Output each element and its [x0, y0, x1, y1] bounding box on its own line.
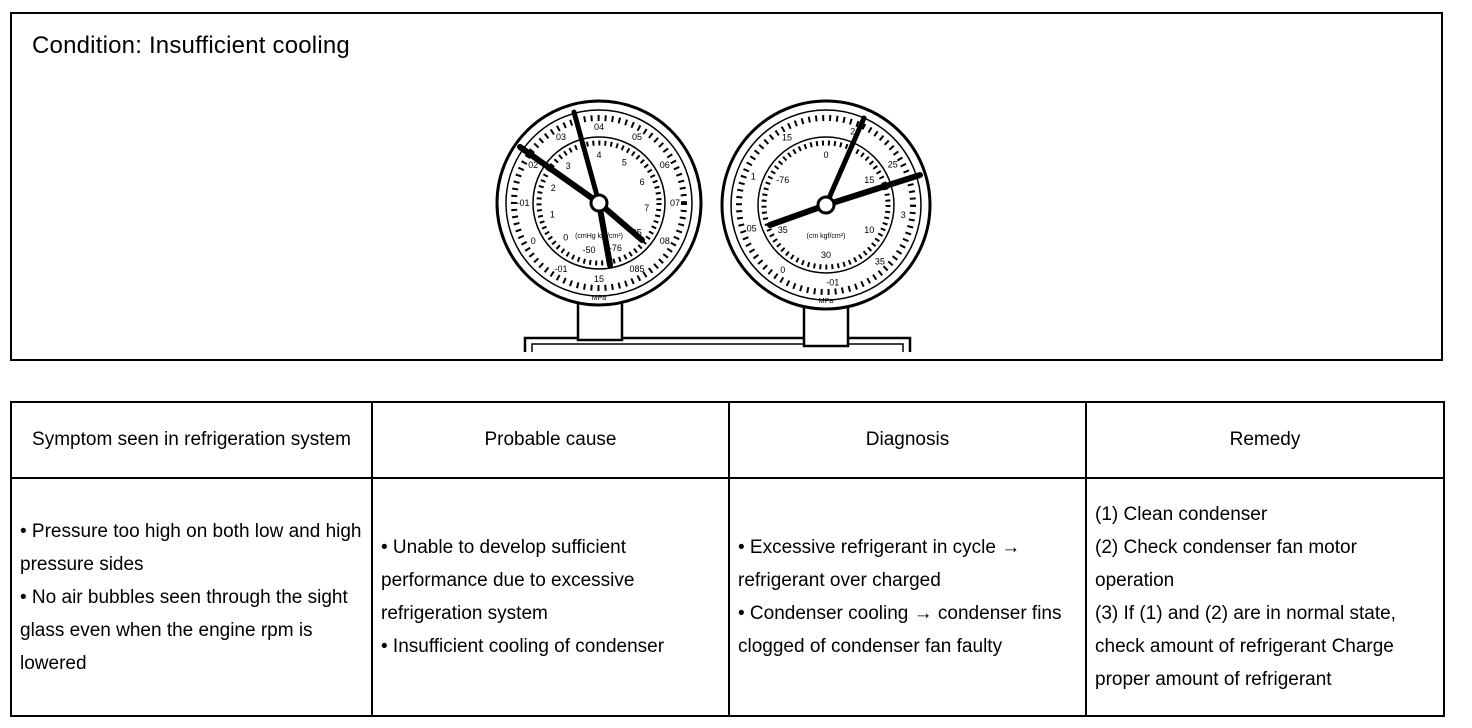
- high-gauge-inner-tick-label: 15: [864, 175, 874, 185]
- high-gauge-outer-tick-label: -01: [826, 278, 839, 288]
- high-gauge-outer-tick-label: 3: [901, 210, 906, 220]
- high-gauge-needle-1: [823, 115, 867, 208]
- remedy-item: (1) Clean condenser: [1095, 504, 1268, 525]
- header-remedy: Remedy: [1085, 401, 1445, 479]
- high-gauge-outer-tick-label: 0: [780, 265, 785, 275]
- low-gauge-outer-tick-label: 06: [660, 160, 670, 170]
- low-gauge-outer-tick-label: 085: [629, 264, 644, 274]
- low-gauge-inner-tick-label: 5: [622, 157, 627, 167]
- high-gauge-inner-tick-label: -76: [776, 175, 789, 185]
- cause-cell: • Unable to develop sufficient performan…: [371, 477, 730, 717]
- high-gauge-inner-tick-label: 35: [778, 225, 788, 235]
- high-gauge-outer-tick-label: 2: [850, 127, 855, 137]
- diagnosis-table: Symptom seen in refrigeration system Pro…: [10, 401, 1445, 717]
- high-gauge-inner-tick-label: 10: [864, 225, 874, 235]
- symptom-item: • No air bubbles seen through the sight …: [20, 586, 348, 674]
- condition-title: Condition: Insufficient cooling: [32, 32, 350, 59]
- low-gauge-outer-tick-label: 0: [531, 236, 536, 246]
- cause-item: • Unable to develop sufficient performan…: [381, 537, 635, 624]
- low-gauge-needle-2: [571, 109, 602, 206]
- diagnosis-item: • Condenser cooling → condenser fins clo…: [738, 603, 1062, 657]
- diagnosis-cell: • Excessive refrigerant in cycle → refri…: [728, 477, 1087, 717]
- high-gauge-outer-tick-label: 35: [875, 256, 885, 266]
- high-gauge-inner-tick-label: 0: [823, 150, 828, 160]
- condition-panel: Condition: Insufficient cooling: [10, 12, 1443, 361]
- high-gauge-outer-tick-label: 1: [751, 172, 756, 182]
- table-header-row: Symptom seen in refrigeration system Pro…: [10, 401, 1445, 479]
- low-gauge-inner-tick-label: -76: [609, 243, 622, 253]
- high-gauge-needle-2: [823, 172, 923, 208]
- remedy-item: (2) Check condenser fan motor operation: [1095, 537, 1357, 591]
- high-pressure-gauge: 2 25 3 35 -01 0 05 1 15 0 15 10 30 35 -76 (cm kgf/cm²…: [720, 99, 932, 348]
- diagnosis-item: • Excessive refrigerant in cycle → refri…: [738, 537, 1021, 591]
- low-gauge-inner-tick-label: 7: [644, 203, 649, 213]
- manifold-bar: [523, 336, 912, 352]
- low-gauge-outer-tick-label: 07: [670, 198, 680, 208]
- high-gauge-mpa-label: MPa: [819, 298, 834, 305]
- high-gauge-unit-label: (cm kgf/cm²): [807, 233, 846, 240]
- low-gauge-outer-tick-label: 08: [660, 236, 670, 246]
- low-gauge-outer-tick-label: -01: [516, 198, 529, 208]
- low-gauge-inner-tick-label: 1: [550, 210, 555, 220]
- low-gauge-inner-tick-label: -50: [582, 245, 595, 255]
- low-gauge-outer-tick-label: 05: [632, 132, 642, 142]
- header-symptom: Symptom seen in refrigeration system: [10, 401, 373, 479]
- remedy-item: (3) If (1) and (2) are in normal state, …: [1095, 603, 1396, 690]
- high-gauge-outer-tick-label: 25: [888, 160, 898, 170]
- high-gauge-needle-3: [767, 202, 829, 228]
- low-gauge-outer-tick-label: 02: [528, 160, 538, 170]
- low-gauge-outer-tick-label: -01: [554, 264, 567, 274]
- high-gauge-outer-tick-label: 05: [747, 224, 757, 234]
- header-probable-cause: Probable cause: [371, 401, 730, 479]
- low-gauge-inner-tick-label: 2: [551, 183, 556, 193]
- low-gauge-needle-1: [517, 144, 602, 206]
- low-gauge-stem: [576, 298, 624, 342]
- low-gauge-inner-tick-label: 0: [563, 233, 568, 243]
- diagnosis-table-container: Symptom seen in refrigeration system Pro…: [10, 401, 1445, 717]
- low-gauge-outer-tick-label: 04: [594, 122, 604, 132]
- header-diagnosis: Diagnosis: [728, 401, 1087, 479]
- low-gauge-unit-label: (cmHg kgf/cm²): [575, 233, 623, 240]
- high-gauge-outer-tick-label: 15: [782, 133, 792, 143]
- low-gauge-inner-tick-label: 6: [640, 177, 645, 187]
- table-row: • Pressure too high on both low and high…: [10, 477, 1445, 717]
- cause-item: • Insufficient cooling of condenser: [381, 636, 665, 657]
- low-gauge-inner-tick-label: 4: [596, 150, 601, 160]
- symptom-cell: • Pressure too high on both low and high…: [10, 477, 373, 717]
- symptom-item: • Pressure too high on both low and high…: [20, 520, 362, 575]
- low-gauge-inner-tick-label: 3: [566, 161, 571, 171]
- low-gauge-needle-4: [596, 200, 613, 268]
- high-gauge-inner-tick-label: 30: [821, 250, 831, 260]
- low-gauge-outer-tick-label: 15: [594, 274, 604, 284]
- low-gauge-outer-tick-label: 03: [556, 132, 566, 142]
- low-gauge-mpa-label: MPa: [592, 295, 607, 302]
- remedy-cell: (1) Clean condenser (2) Check condenser …: [1085, 477, 1445, 717]
